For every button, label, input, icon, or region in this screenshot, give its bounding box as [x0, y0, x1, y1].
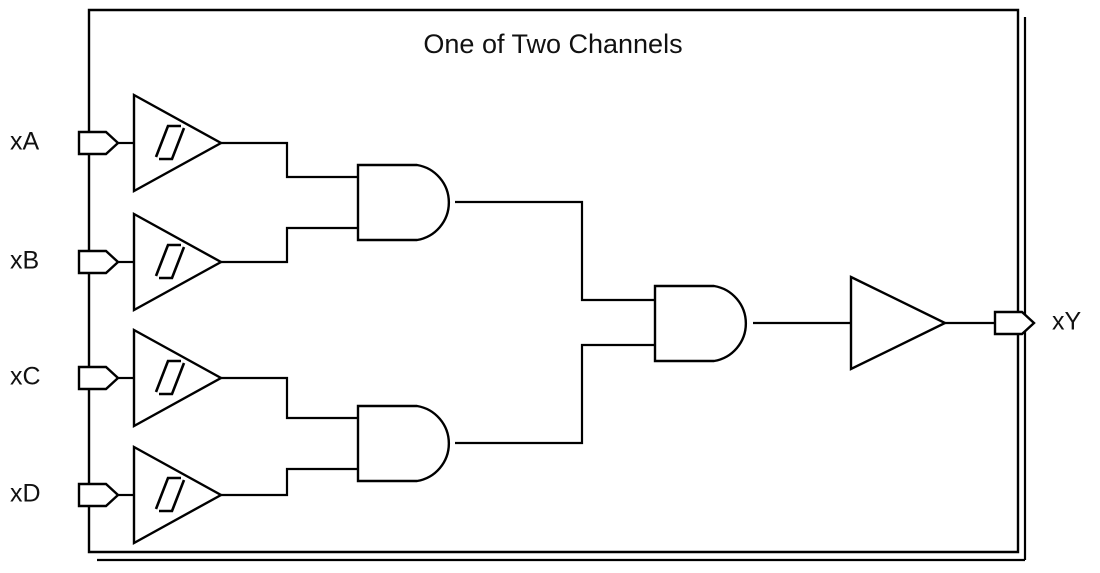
schmitt-buffer-a[interactable] — [132, 92, 224, 194]
pin-label-xy: xY — [1052, 308, 1082, 336]
input-pin-xc[interactable] — [77, 365, 120, 391]
and-gate-top-body — [356, 163, 450, 242]
and-gate-center[interactable] — [653, 284, 747, 363]
output-pin-xy[interactable] — [993, 310, 1036, 336]
input-pin-xd[interactable] — [77, 482, 120, 508]
schmitt-buffer-b[interactable] — [132, 211, 224, 313]
pin-connector-shape-xy — [993, 310, 1036, 336]
and-gate-bottom[interactable] — [356, 404, 450, 483]
and-gate-bottom-body — [356, 404, 450, 483]
pin-label-xc: xC — [10, 363, 41, 391]
wire-and-bottom-to-and-center — [455, 343, 655, 445]
pin-connector-shape-xd — [77, 482, 120, 508]
and-gate-center-body — [653, 284, 747, 363]
pin-connector-shape-xb — [77, 249, 120, 275]
pin-label-xb: xB — [10, 247, 39, 275]
schmitt-trigger-hysteresis-icon-a — [154, 124, 186, 161]
pin-label-xd: xD — [10, 480, 41, 508]
input-pin-xb[interactable] — [77, 249, 120, 275]
frame-outline — [87, 8, 1020, 554]
wire-bufd-to-and-bottom — [221, 467, 358, 497]
schmitt-buffer-d[interactable] — [132, 444, 224, 546]
input-pin-xa[interactable] — [77, 130, 120, 156]
schmitt-trigger-hysteresis-icon-c — [154, 359, 186, 396]
wire-bufc-to-and-bottom — [221, 376, 358, 420]
wire-bufb-to-and-top — [221, 226, 358, 264]
wire-bufa-to-and-top — [221, 141, 358, 179]
pin-connector-shape-xc — [77, 365, 120, 391]
schmitt-trigger-hysteresis-icon-b — [154, 243, 186, 280]
and-gate-top[interactable] — [356, 163, 450, 242]
wire-and-top-to-and-center — [455, 200, 655, 302]
schmitt-trigger-hysteresis-icon-d — [154, 476, 186, 513]
channel-boundary-frame — [87, 8, 1027, 562]
output-buffer[interactable] — [849, 275, 948, 371]
schmitt-buffer-c[interactable] — [132, 327, 224, 429]
pin-connector-shape-xa — [77, 130, 120, 156]
page-title: One of Two Channels — [423, 29, 682, 59]
output-buffer-triangle — [849, 275, 948, 371]
pin-label-xa: xA — [10, 128, 40, 156]
